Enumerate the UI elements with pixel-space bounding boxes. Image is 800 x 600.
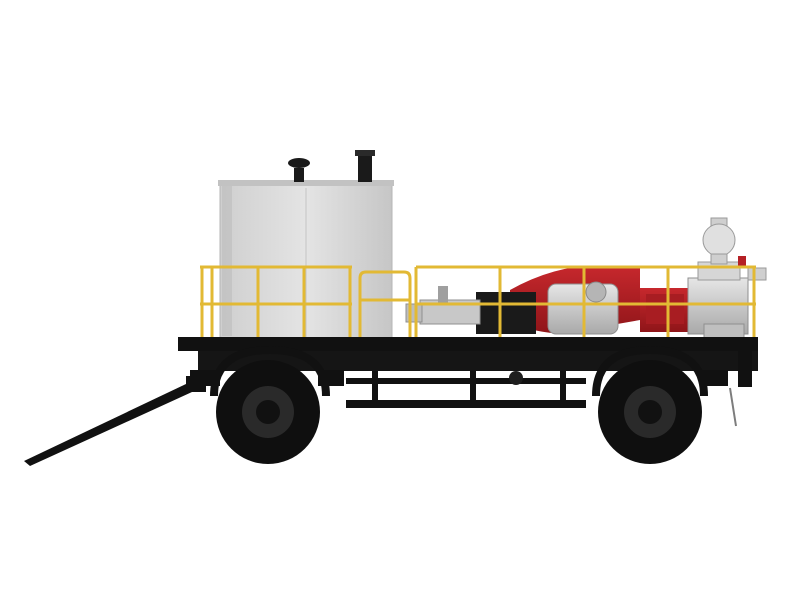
safety-railing-front [414, 265, 756, 338]
drive-coupling [405, 286, 536, 334]
pump-power-end [510, 265, 690, 335]
safety-railing-rear [200, 265, 352, 338]
front-wheel [598, 360, 702, 464]
tank-cabinet [218, 180, 394, 342]
rear-wheel [216, 360, 320, 464]
front-fender [592, 345, 728, 397]
tow-drawbar [24, 376, 206, 466]
stand-leg [729, 387, 737, 427]
filler-cap [288, 158, 310, 182]
pressure-dampener [702, 217, 736, 265]
safety-railing-gate [358, 270, 412, 338]
rear-fender [190, 345, 344, 397]
breather-vent [355, 150, 375, 182]
